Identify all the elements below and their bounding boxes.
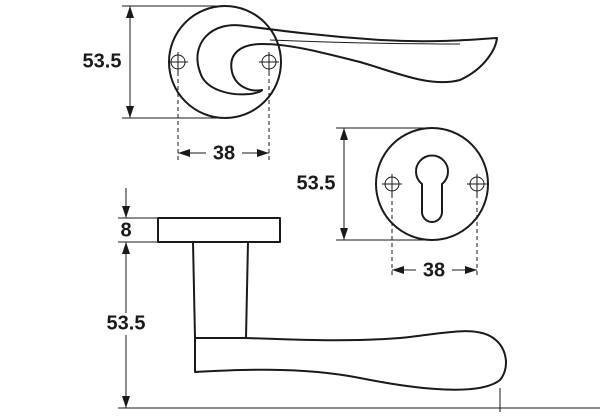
side-view-lever [118,217,600,412]
dimension-escutcheon-height: 53.5 [297,128,348,240]
lever-neck [192,241,249,339]
dimension-label: 53.5 [107,312,146,334]
dimension-top-rose-height: 53.5 [83,6,134,118]
dimension-label: 8 [120,219,131,241]
screw-crosshair-icon [259,52,279,160]
dimension-rose-thickness: 8 [120,188,132,258]
lever-side-blade [194,330,507,391]
lever-blade [196,24,498,92]
escutcheon-view [336,127,489,278]
screw-crosshair-icon [382,174,402,278]
screw-crosshair-icon [168,52,188,160]
dimension-label: 53.5 [83,50,122,72]
dimension-lever-height: 53.5 [96,252,156,408]
euro-profile-keyhole-icon [415,154,449,223]
lever-edge-line [269,39,461,45]
dimension-label: 38 [423,259,445,281]
dimension-label: 53.5 [297,172,336,194]
front-view-lever [122,5,498,160]
rose-plate [157,217,281,243]
screw-crosshair-icon [467,174,487,278]
dimension-label: 38 [213,142,235,164]
dimension-escutcheon-width: 38 [392,259,477,281]
dimension-top-rose-width: 38 [178,142,269,164]
lever-inner-curve [199,71,263,96]
